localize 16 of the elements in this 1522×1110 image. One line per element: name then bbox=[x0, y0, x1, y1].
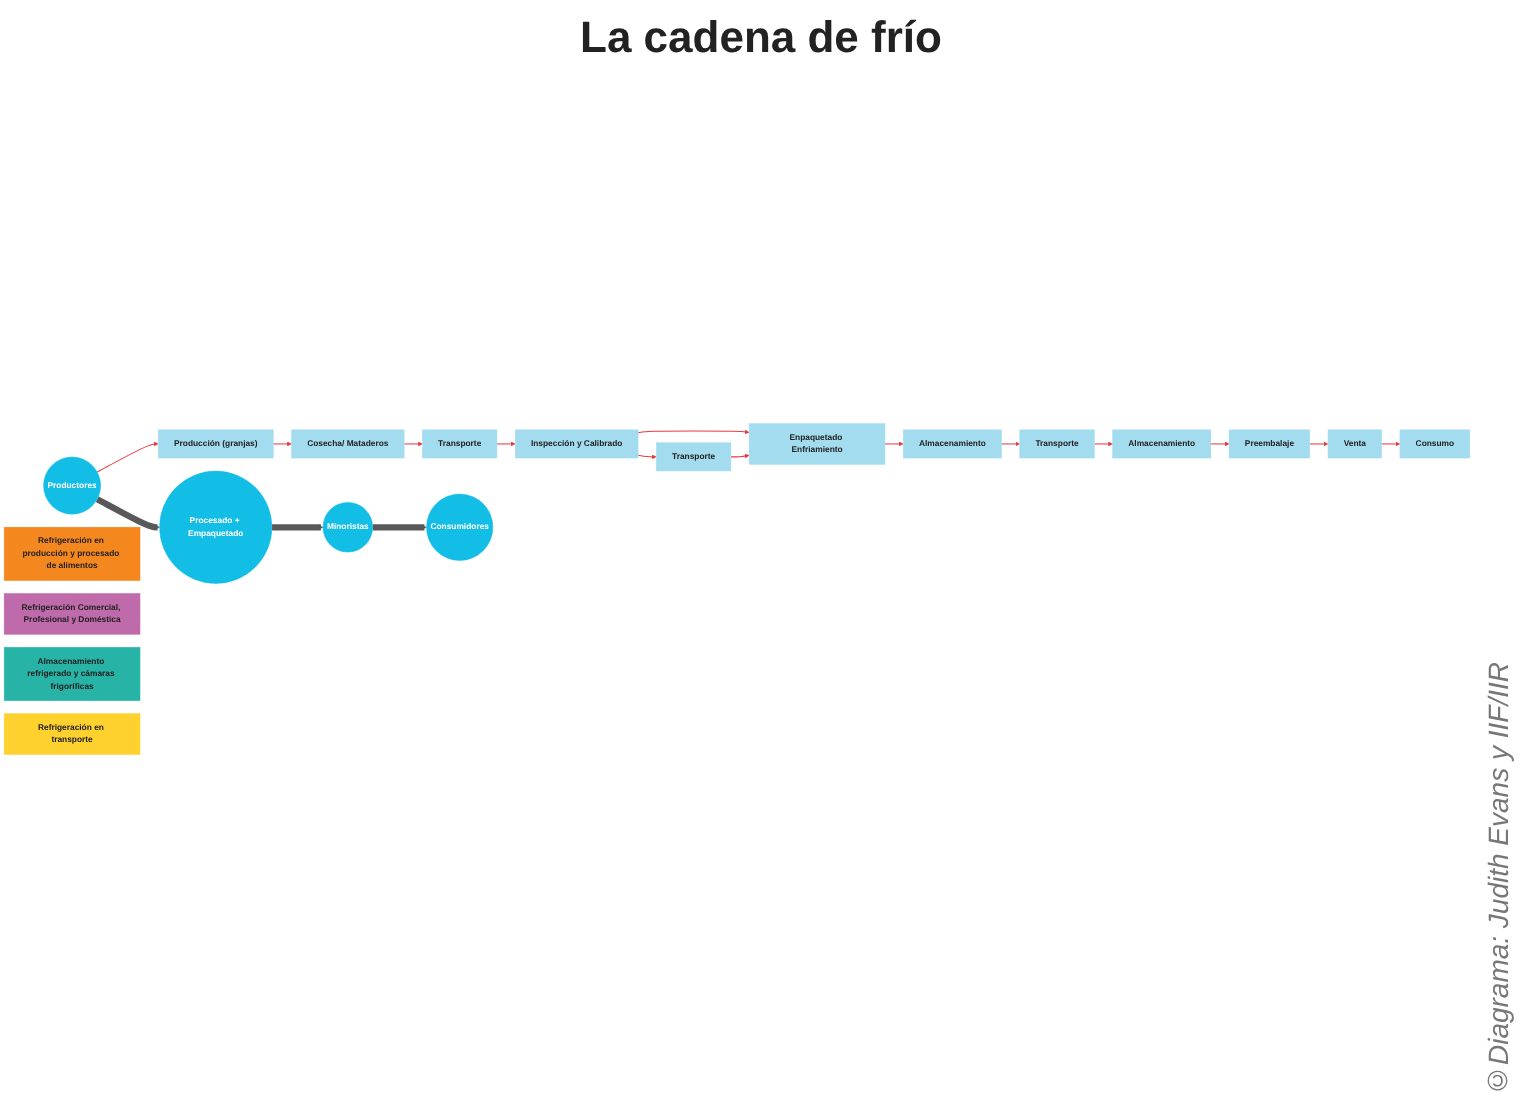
arrow bbox=[403, 441, 423, 447]
arrow bbox=[95, 496, 160, 531]
arrow bbox=[1210, 441, 1230, 447]
arrow bbox=[1309, 441, 1329, 447]
arrow bbox=[96, 441, 159, 473]
arrow bbox=[637, 454, 657, 460]
arrow bbox=[730, 453, 750, 459]
credit-note: ©Diagrama: Judith Evans y IIF/IIR bbox=[1482, 662, 1514, 1098]
arrow bbox=[270, 524, 324, 531]
arrow bbox=[372, 524, 427, 531]
arrow bbox=[1001, 441, 1020, 447]
arrow bbox=[1381, 441, 1401, 447]
arrow bbox=[1093, 441, 1113, 447]
arrow bbox=[637, 429, 750, 435]
diagram-title: La cadena de frío bbox=[578, 12, 944, 64]
arrow bbox=[272, 441, 292, 447]
